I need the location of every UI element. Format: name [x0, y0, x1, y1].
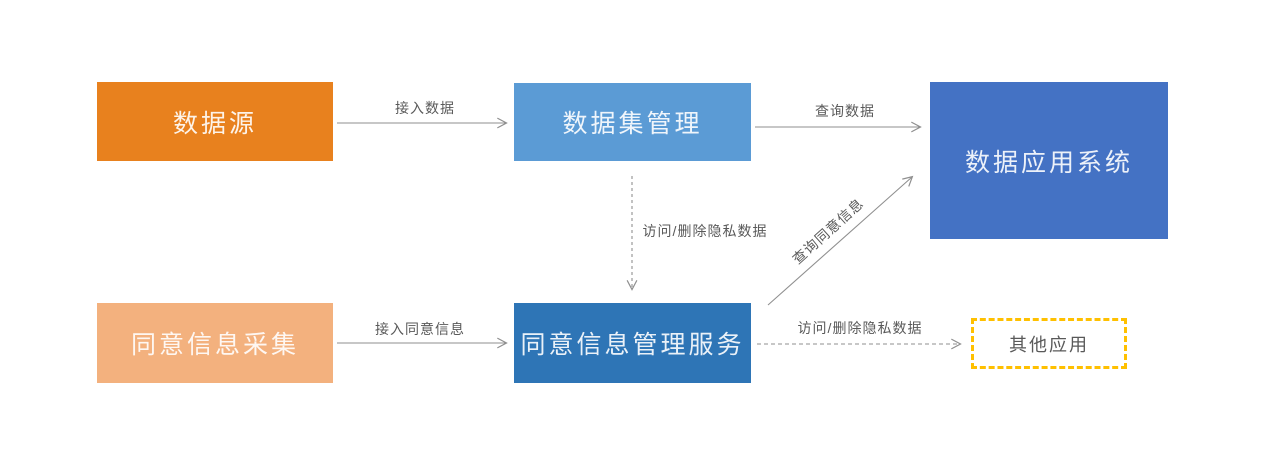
node-other-apps-label: 其他应用 [1009, 334, 1089, 355]
edge-label-access-data: 接入数据 [395, 100, 455, 116]
node-data-app-system: 数据应用系统 [930, 82, 1168, 239]
node-consent-management-label: 同意信息管理服务 [520, 331, 745, 359]
edge-query-consent-info-line [767, 175, 914, 306]
edge-label-query-data: 查询数据 [815, 103, 875, 119]
edge-label-access-consent-info: 接入同意信息 [375, 321, 465, 337]
node-dataset-management: 数据集管理 [514, 83, 751, 161]
node-dataset-management-label: 数据集管理 [562, 110, 703, 138]
node-data-source: 数据源 [97, 82, 333, 161]
node-consent-collection: 同意信息采集 [97, 303, 333, 383]
node-consent-management: 同意信息管理服务 [514, 303, 751, 383]
node-other-apps: 其他应用 [971, 318, 1127, 369]
edge-label-access-delete-private-data-horizontal: 访问/删除隐私数据 [797, 320, 923, 336]
node-data-app-system-label: 数据应用系统 [964, 148, 1133, 177]
edge-label-access-delete-private-data-vertical: 访问/删除隐私数据 [642, 223, 768, 239]
node-data-source-label: 数据源 [172, 109, 257, 138]
node-consent-collection-label: 同意信息采集 [130, 331, 299, 359]
